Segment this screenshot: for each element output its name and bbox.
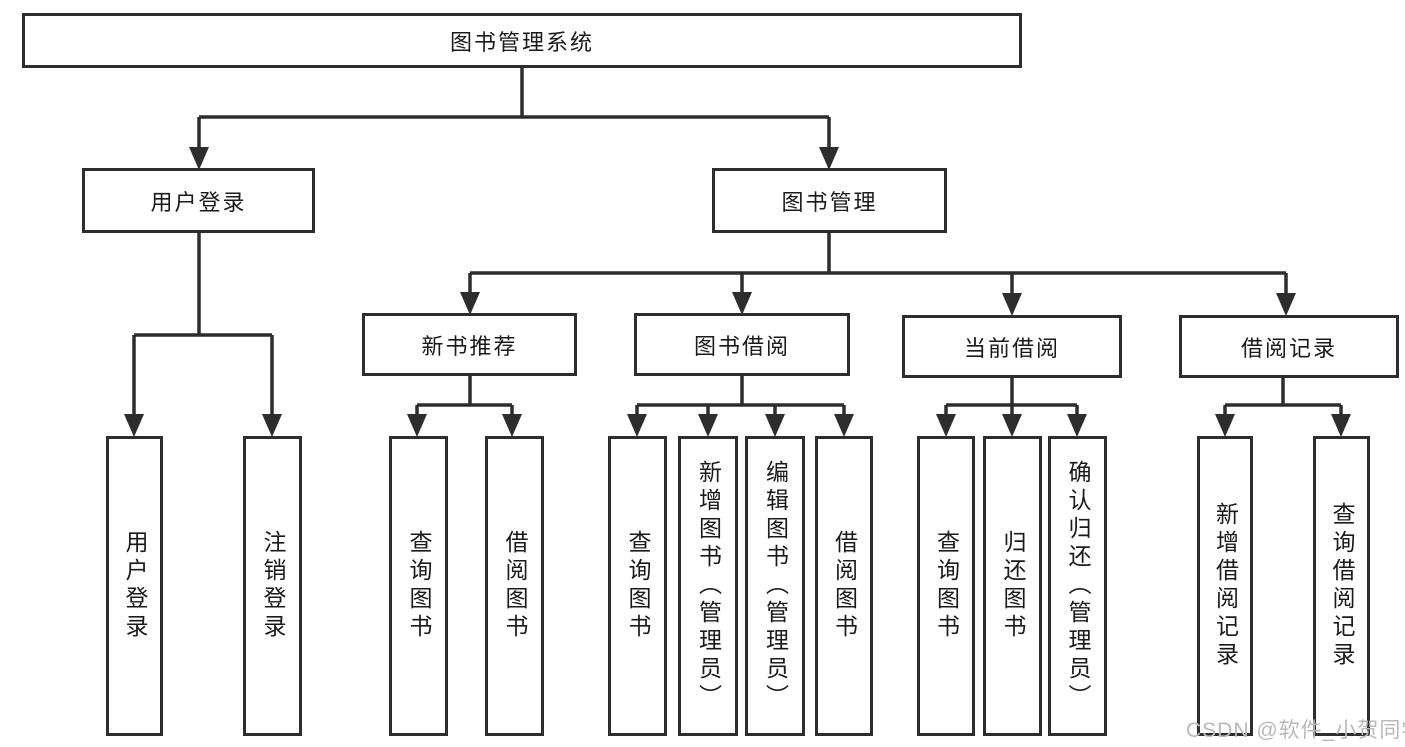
node-leaf-query-books-current: 查询图书 (917, 436, 975, 736)
node-user-login: 用户登录 (82, 168, 315, 233)
node-leaf-logout: 注销登录 (243, 436, 302, 736)
edge-book-mgmt-to-level3 (468, 233, 1288, 295)
edge-user-login-to-leaves (132, 233, 274, 416)
node-leaf-confirm-return-admin: 确认归还（管理员） (1048, 436, 1107, 736)
node-book-management: 图书管理 (712, 168, 947, 233)
arrow-to-leaf-add-borrow-record (1215, 414, 1235, 437)
arrow-to-leaf-edit-books (765, 414, 785, 437)
arrow-to-leaf-query-books-1 (407, 414, 427, 437)
arrow-to-new-book-rec (460, 292, 480, 315)
edge-new-book-rec-to-leaves (415, 376, 514, 416)
node-borrow-records: 借阅记录 (1179, 315, 1399, 378)
node-new-book-recommend: 新书推荐 (362, 313, 577, 376)
arrow-to-book-mgmt (819, 147, 839, 170)
arrow-to-leaf-borrow-books-1 (502, 414, 522, 437)
arrow-to-leaf-borrow-books-2 (834, 414, 854, 437)
node-leaf-add-books-admin: 新增图书（管理员） (678, 436, 738, 736)
edge-current-borrow-to-leaves (944, 378, 1079, 416)
csdn-watermark: CSDN @软件_小贺同学 (1186, 719, 1405, 742)
node-root-system: 图书管理系统 (22, 13, 1022, 68)
arrow-to-leaf-user-login (124, 414, 144, 437)
node-current-borrow: 当前借阅 (902, 315, 1122, 378)
node-leaf-query-books-recommend: 查询图书 (389, 436, 448, 736)
edge-borrow-records-to-leaves (1223, 378, 1343, 416)
arrow-to-leaf-add-books (698, 414, 718, 437)
node-leaf-borrow-books-recommend: 借阅图书 (485, 436, 544, 736)
arrow-to-leaf-confirm-return (1067, 414, 1087, 437)
node-leaf-borrow-books: 借阅图书 (815, 436, 873, 736)
arrow-to-leaf-logout (262, 414, 282, 437)
node-leaf-query-borrow-record: 查询借阅记录 (1313, 436, 1370, 736)
node-leaf-add-borrow-record: 新增借阅记录 (1197, 436, 1253, 736)
arrowheads (124, 147, 1351, 437)
node-leaf-query-books-borrow: 查询图书 (608, 436, 667, 736)
node-leaf-edit-books-admin: 编辑图书（管理员） (745, 436, 805, 736)
node-leaf-return-books: 归还图书 (983, 436, 1042, 736)
arrow-to-leaf-query-books-3 (936, 414, 956, 437)
arrow-to-leaf-return-books (1002, 414, 1022, 437)
node-leaf-user-login: 用户登录 (106, 436, 163, 736)
node-book-borrow: 图书借阅 (634, 313, 850, 376)
edge-root-to-level2 (197, 68, 831, 149)
arrow-to-book-borrow (732, 292, 752, 315)
arrow-to-leaf-query-books-2 (627, 414, 647, 437)
arrow-to-user-login (189, 147, 209, 170)
arrow-to-borrow-records (1276, 293, 1296, 316)
arrow-to-leaf-query-borrow-record (1331, 414, 1351, 437)
arrow-to-current-borrow (1002, 293, 1022, 316)
edge-book-borrow-to-leaves (635, 376, 846, 416)
